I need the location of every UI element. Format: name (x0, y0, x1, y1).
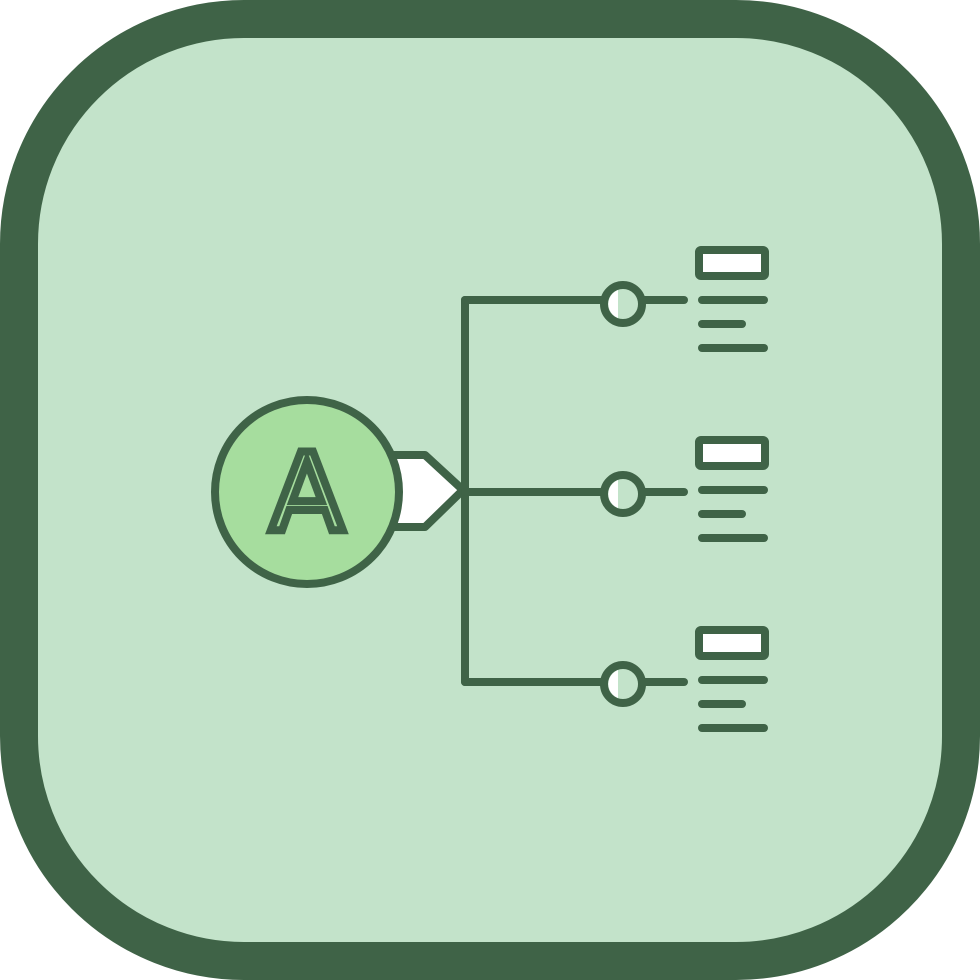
tree-lines (461, 296, 609, 686)
text-lines-icon (695, 626, 769, 732)
branch-3 (600, 626, 769, 732)
branch-2 (600, 436, 769, 542)
node-letter: A (270, 431, 344, 556)
text-lines-icon (695, 436, 769, 542)
text-lines-icon (695, 246, 769, 352)
main-node: A (211, 396, 403, 588)
branch-1 (600, 246, 769, 352)
